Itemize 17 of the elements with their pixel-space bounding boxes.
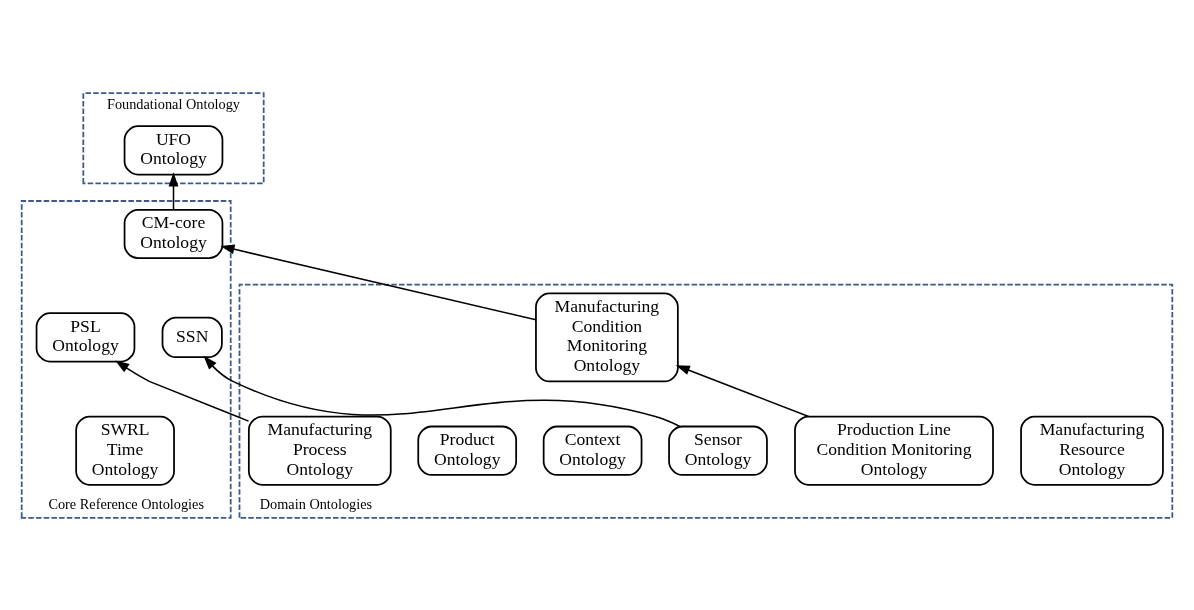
node-box: Sensor Ontology — [668, 425, 768, 476]
node-box: SSN — [161, 316, 223, 358]
node-box: UFO Ontology — [123, 124, 224, 175]
arrow — [220, 243, 537, 320]
arrow — [115, 359, 250, 422]
node-box: Manufacturing Process Ontology — [247, 415, 392, 486]
node-box: CM-core Ontology — [123, 208, 224, 259]
arrow — [675, 364, 810, 417]
arrow — [168, 171, 179, 211]
node-box: Production Line Condition Monitoring Ontology — [794, 415, 994, 486]
arrow — [203, 355, 681, 427]
node-box: Manufacturing Condition Monitoring Ontology — [535, 292, 679, 382]
node-box: PSL Ontology — [35, 311, 136, 362]
node-box: Manufacturing Resource Ontology — [1020, 415, 1164, 486]
node-box: SWRL Time Ontology — [75, 415, 175, 486]
node-box: Product Ontology — [417, 425, 518, 476]
node-box: Context Ontology — [542, 425, 643, 476]
